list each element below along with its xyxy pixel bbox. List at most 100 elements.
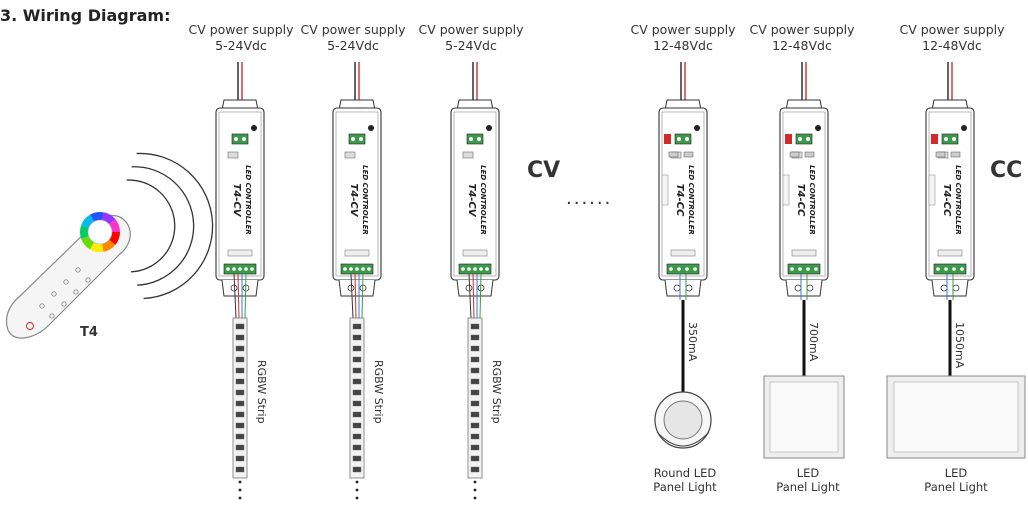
output-wire bbox=[237, 273, 240, 319]
continuation-dot bbox=[238, 480, 242, 484]
strip-led bbox=[470, 422, 480, 429]
psu-voltage: 5-24Vdc bbox=[445, 38, 497, 53]
strip-led bbox=[470, 444, 480, 451]
strip-label: RGBW Strip bbox=[255, 360, 268, 424]
output-current: 1050mA bbox=[953, 322, 966, 369]
controller-model: T4-CV bbox=[348, 183, 359, 217]
remote-button bbox=[49, 313, 55, 319]
psu-name: CV power supply bbox=[749, 22, 855, 37]
power-button bbox=[26, 322, 34, 330]
input-terminal bbox=[231, 133, 249, 145]
strip-led bbox=[235, 466, 245, 473]
strip-led bbox=[470, 400, 480, 407]
remote-button bbox=[75, 267, 81, 273]
terminal-screw bbox=[685, 267, 689, 271]
terminal-screw bbox=[693, 267, 697, 271]
terminal-screw bbox=[960, 267, 964, 271]
psu-name: CV power supply bbox=[418, 22, 524, 37]
load-name-line1: Round LED bbox=[653, 466, 717, 480]
cable-grommet bbox=[940, 284, 948, 292]
output-label-strip bbox=[344, 249, 370, 257]
terminal-screw bbox=[232, 267, 236, 271]
strip-led bbox=[352, 367, 362, 374]
strip-led bbox=[352, 422, 362, 429]
rgbw-strip bbox=[349, 317, 365, 479]
dip-switch bbox=[664, 134, 671, 144]
psu-name: CV power supply bbox=[300, 22, 406, 37]
load-name-line2: Panel Light bbox=[776, 480, 840, 494]
controller-bottom-tab bbox=[221, 279, 259, 297]
load-name-line2: Panel Light bbox=[653, 480, 717, 494]
controller-bottom-tab bbox=[664, 279, 702, 297]
terminal-screw bbox=[355, 267, 359, 271]
link-button bbox=[486, 125, 492, 131]
remote-button bbox=[39, 303, 45, 309]
controller-inner-frame bbox=[335, 111, 379, 277]
psu-voltage: 12-48Vdc bbox=[772, 38, 832, 53]
strip-led bbox=[470, 466, 480, 473]
output-wire bbox=[468, 273, 472, 319]
strip-led bbox=[470, 378, 480, 385]
terminal-screw bbox=[473, 267, 477, 271]
terminal-screw bbox=[477, 137, 481, 141]
controller-bottom-tab bbox=[785, 279, 823, 297]
strip-led bbox=[352, 411, 362, 418]
psu-name: CV power supply bbox=[630, 22, 736, 37]
cable-grommet bbox=[806, 284, 814, 292]
terminal-screw bbox=[242, 137, 246, 141]
cc-psu-label-2: CV power supply 12-48Vdc bbox=[737, 22, 867, 54]
link-button bbox=[251, 125, 257, 131]
cable-grommet bbox=[673, 284, 681, 292]
signal-wave-1 bbox=[126, 179, 176, 273]
input-terminal bbox=[348, 133, 366, 145]
strip-led bbox=[470, 356, 480, 363]
terminal-screw bbox=[349, 267, 353, 271]
cv-psu-label-1: CV power supply 5-24Vdc bbox=[176, 22, 306, 54]
strip-led bbox=[235, 444, 245, 451]
strip-led bbox=[235, 334, 245, 341]
controller-bottom-tab bbox=[456, 279, 494, 297]
strip-name: RGBW Strip bbox=[372, 360, 385, 424]
strip-led bbox=[352, 378, 362, 385]
strip-name: RGBW Strip bbox=[490, 360, 503, 424]
current-label: 350mA bbox=[686, 322, 699, 362]
strip-name: RGBW Strip bbox=[255, 360, 268, 424]
terminal-screw bbox=[952, 267, 956, 271]
continuation-dot bbox=[473, 496, 477, 500]
strip-led bbox=[352, 334, 362, 341]
section-title: 3. Wiring Diagram: bbox=[0, 6, 171, 25]
strip-led bbox=[235, 323, 245, 330]
terminal-screw bbox=[952, 137, 956, 141]
current-label: 1050mA bbox=[953, 322, 966, 369]
controller-model: T4-CC bbox=[795, 184, 806, 217]
strip-label: RGBW Strip bbox=[372, 360, 385, 424]
strip-led bbox=[235, 422, 245, 429]
terminal-screw bbox=[250, 267, 254, 271]
strip-led bbox=[352, 444, 362, 451]
cv-section-tag: CV bbox=[527, 158, 561, 183]
strip-led bbox=[235, 455, 245, 462]
continuation-dot bbox=[355, 488, 359, 492]
terminal-screw bbox=[244, 267, 248, 271]
controller-brand: LED CONTROLLER bbox=[479, 165, 487, 235]
load-label-1: Round LED Panel Light bbox=[630, 466, 740, 494]
terminal-screw bbox=[677, 267, 681, 271]
terminal-screw bbox=[226, 267, 230, 271]
controller-brand: LED CONTROLLER bbox=[954, 165, 962, 235]
status-led bbox=[683, 151, 694, 158]
link-button bbox=[961, 125, 967, 131]
controller-model: T4-CV bbox=[466, 183, 477, 217]
terminal-screw bbox=[467, 267, 471, 271]
cv-psu-label-3: CV power supply 5-24Vdc bbox=[406, 22, 536, 54]
cable-grommet bbox=[230, 284, 238, 292]
cc-psu-label-3: CV power supply 12-48Vdc bbox=[887, 22, 1017, 54]
continuation-dots: ...... bbox=[566, 188, 613, 209]
dip-switch bbox=[931, 134, 938, 144]
strip-led bbox=[352, 389, 362, 396]
cc-psu-label-1: CV power supply 12-48Vdc bbox=[618, 22, 748, 54]
